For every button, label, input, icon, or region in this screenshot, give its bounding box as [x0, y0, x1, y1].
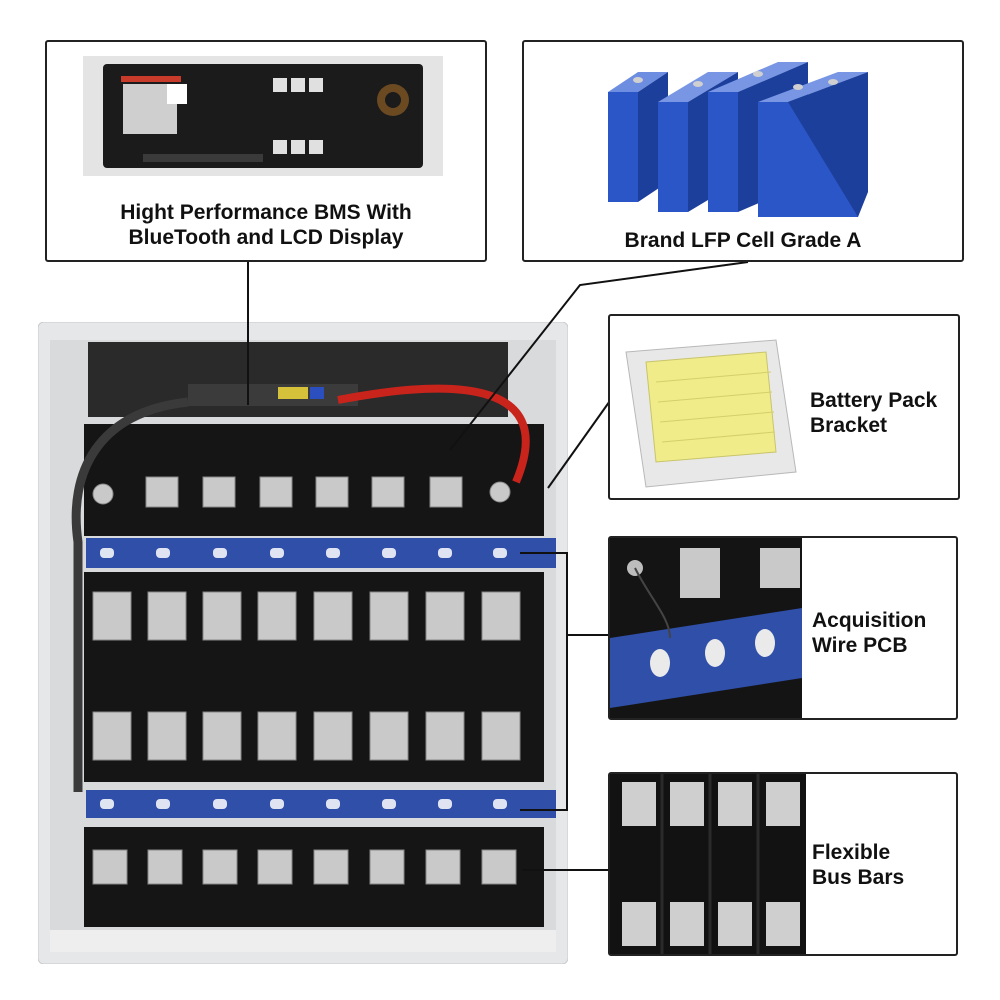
bms-title-line1: Hight Performance BMS With [120, 201, 412, 224]
pcb-closeup-image [610, 538, 802, 718]
lfp-cell-title: Brand LFP Cell Grade A [624, 229, 862, 252]
busbar-callout: Flexible Bus Bars [608, 772, 958, 956]
pcb-callout: Acquisition Wire PCB [608, 536, 958, 720]
bracket-image [625, 339, 797, 488]
busbar-closeup-image [610, 774, 806, 954]
busbar-title-line2: Bus Bars [812, 866, 905, 890]
bms-board-image [83, 56, 443, 176]
battery-cabinet-photo [38, 322, 568, 964]
pcb-title-line1: Acquisition [812, 609, 927, 632]
lfp-cells-image [608, 62, 868, 217]
bracket-title-line2: Bracket [810, 414, 888, 438]
bracket-callout: Battery Pack Bracket [608, 314, 960, 500]
lfp-cell-callout: Brand LFP Cell Grade A [522, 40, 964, 262]
bracket-title-line1: Battery Pack [810, 389, 938, 412]
bms-callout: Hight Performance BMS With BlueTooth and… [45, 40, 487, 262]
bms-title-line2: BlueTooth and LCD Display [128, 226, 404, 250]
pcb-title-line2: Wire PCB [812, 634, 908, 658]
busbar-title-line1: Flexible [812, 841, 891, 864]
